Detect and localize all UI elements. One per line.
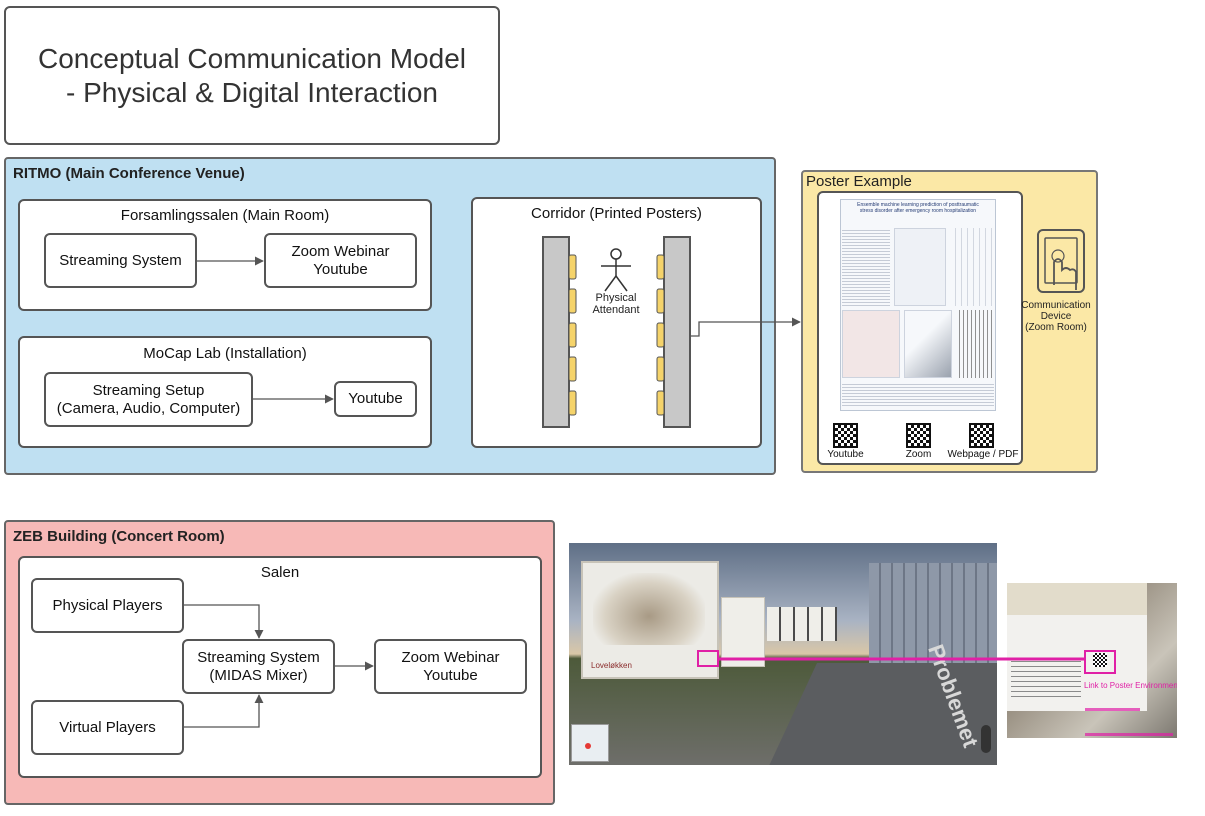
midas-mixer-label: (MIDAS Mixer) xyxy=(209,666,308,684)
streaming-setup-node: Streaming Setup (Camera, Audio, Computer… xyxy=(44,372,253,427)
inset-artwork xyxy=(1007,583,1147,615)
midas-streaming-label: Streaming System xyxy=(197,648,320,666)
attendant-label: Physical Attendant xyxy=(586,292,646,316)
street-view-controls-icon[interactable] xyxy=(981,725,991,753)
streaming-system-node: Streaming System xyxy=(44,233,197,288)
streaming-setup-detail: (Camera, Audio, Computer) xyxy=(56,399,241,417)
tablet-touch-icon xyxy=(1037,229,1085,293)
poster-link-text[interactable]: Link to Poster Environmen xyxy=(1084,681,1177,690)
zeb-zoom-webinar-label: Zoom Webinar xyxy=(401,648,500,666)
street-view-photo: Loveløkken Problemet xyxy=(569,543,997,765)
poster-wall-right xyxy=(656,236,691,428)
corridor-title: Corridor (Printed Posters) xyxy=(531,205,702,222)
attendant-line1: Physical xyxy=(595,292,637,304)
arrow-virtual-to-streaming xyxy=(184,694,264,728)
arrow-physical-to-streaming xyxy=(184,604,264,639)
virtual-players-label: Virtual Players xyxy=(59,718,156,736)
communication-device-label: Communication Device (Zoom Room) xyxy=(1018,300,1094,333)
poster-row xyxy=(767,607,837,641)
main-room-title: Forsamlingssalen (Main Room) xyxy=(120,207,330,224)
inset-extra-link-2[interactable] xyxy=(1085,733,1173,736)
ritmo-label: RITMO (Main Conference Venue) xyxy=(13,165,245,182)
poster-body-left xyxy=(842,228,890,306)
zeb-zoom-webinar-node: Zoom Webinar Youtube xyxy=(374,639,527,694)
virtual-players-node: Virtual Players xyxy=(31,700,184,755)
qr-label-youtube: Youtube xyxy=(827,449,864,460)
poster-example-label: Poster Example xyxy=(806,173,912,190)
poster-chart-left xyxy=(842,310,900,378)
highlight-box-streetview xyxy=(697,650,719,667)
mocap-lab-title: MoCap Lab (Installation) xyxy=(143,345,307,362)
mocap-youtube-label: Youtube xyxy=(348,390,403,407)
physical-players-label: Physical Players xyxy=(52,596,163,614)
diagram-title: Conceptual Communication Model - Physica… xyxy=(4,6,500,145)
qr-label-webpage: Webpage / PDF xyxy=(947,449,1019,460)
mocap-youtube-node: Youtube xyxy=(334,381,417,417)
poster-caption: Loveløkken xyxy=(591,661,632,670)
inset-text-lines xyxy=(1011,657,1081,697)
salen-title: Salen xyxy=(260,564,300,581)
zeb-youtube-label: Youtube xyxy=(423,666,478,684)
map-pin-icon xyxy=(585,743,591,749)
person-icon xyxy=(601,248,631,292)
streaming-system-label: Streaming System xyxy=(59,251,182,269)
youtube-label: Youtube xyxy=(313,260,368,278)
attendant-line2: Attendant xyxy=(592,304,640,316)
device-line3: (Zoom Room) xyxy=(1025,322,1087,333)
qr-code-youtube xyxy=(833,423,858,448)
poster-title-line1: Ensemble machine learning prediction of … xyxy=(857,202,979,208)
physical-players-node: Physical Players xyxy=(31,578,184,633)
device-line1: Communication xyxy=(1021,300,1091,311)
poster-title-line2: stress disorder after emergency room hos… xyxy=(859,208,977,214)
qr-code-zoom xyxy=(906,423,931,448)
device-line2: Device xyxy=(1040,311,1072,322)
highlight-box-inset xyxy=(1084,650,1116,674)
zeb-label: ZEB Building (Concert Room) xyxy=(13,528,225,545)
poster-body-right xyxy=(950,228,994,306)
lion-artwork xyxy=(593,573,705,645)
qr-code-webpage xyxy=(969,423,994,448)
diagram-title-text: Conceptual Communication Model - Physica… xyxy=(38,42,466,108)
qr-label-zoom: Zoom xyxy=(905,449,932,460)
poster-wall-left xyxy=(542,236,577,428)
inset-qr-code xyxy=(1093,653,1107,667)
poster-body-mid xyxy=(894,228,946,306)
zoom-webinar-label: Zoom Webinar xyxy=(291,242,390,260)
inset-extra-link-1[interactable] xyxy=(1085,708,1140,711)
poster-chart-mid xyxy=(904,310,952,378)
poster-footer xyxy=(842,382,994,408)
poster-panel-small xyxy=(721,597,765,667)
poster-chart-right xyxy=(956,310,994,378)
building-block xyxy=(869,563,997,663)
poster-title: Ensemble machine learning prediction of … xyxy=(843,202,993,214)
zoom-webinar-node: Zoom Webinar Youtube xyxy=(264,233,417,288)
streaming-setup-label: Streaming Setup xyxy=(92,381,205,399)
midas-streaming-node: Streaming System (MIDAS Mixer) xyxy=(182,639,335,694)
